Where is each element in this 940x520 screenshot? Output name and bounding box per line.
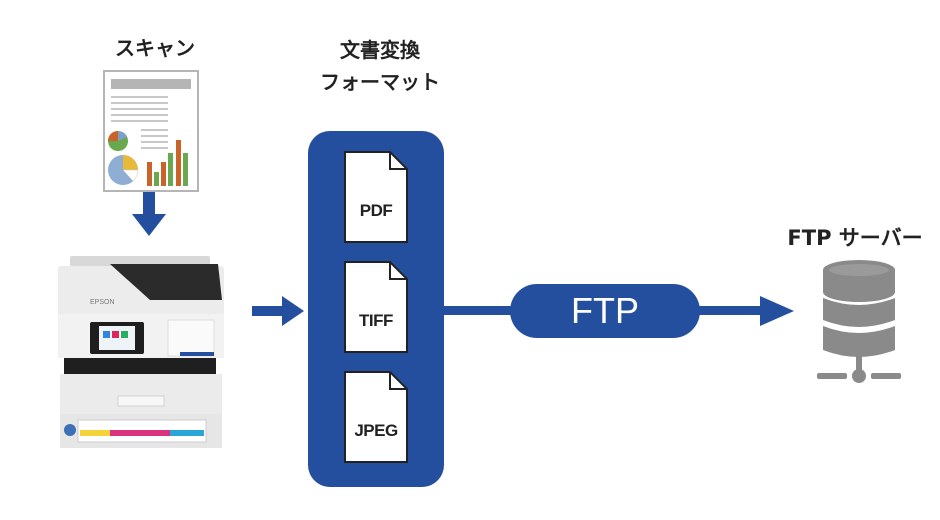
conversion-label-line2: フォーマット [320,70,440,94]
right-arrow-icon [252,296,304,326]
format-document-tiff: TIFF [344,261,408,353]
bar-chart-icon [147,140,188,186]
format-panel: PDF TIFF JPEG [308,131,444,487]
printer-icon: EPSON [58,256,224,448]
connector-line [440,306,515,315]
printer-brand-text: EPSON [90,299,115,306]
scanned-document-icon [103,70,199,192]
document-icon [344,371,408,463]
conversion-label-line1: 文書変換 [340,38,420,62]
database-server-icon [817,260,901,383]
format-document-jpeg: JPEG [344,371,408,463]
connector-line [695,306,765,315]
down-arrow-icon [132,192,166,236]
large-pie-chart-icon [108,155,139,185]
document-icon [344,151,408,243]
format-document-pdf: PDF [344,151,408,243]
ftp-server-label: FTP サーバー [787,226,923,250]
format-label: TIFF [359,311,393,330]
format-label: JPEG [354,421,398,440]
scan-label: スキャン [115,36,195,60]
ftp-protocol-badge: FTP [510,284,700,338]
small-pie-chart-icon [108,131,128,151]
right-arrow-icon [760,296,794,326]
document-icon [344,261,408,353]
conversion-format-label: 文書変換 フォーマット [300,34,460,98]
format-label: PDF [359,201,393,220]
